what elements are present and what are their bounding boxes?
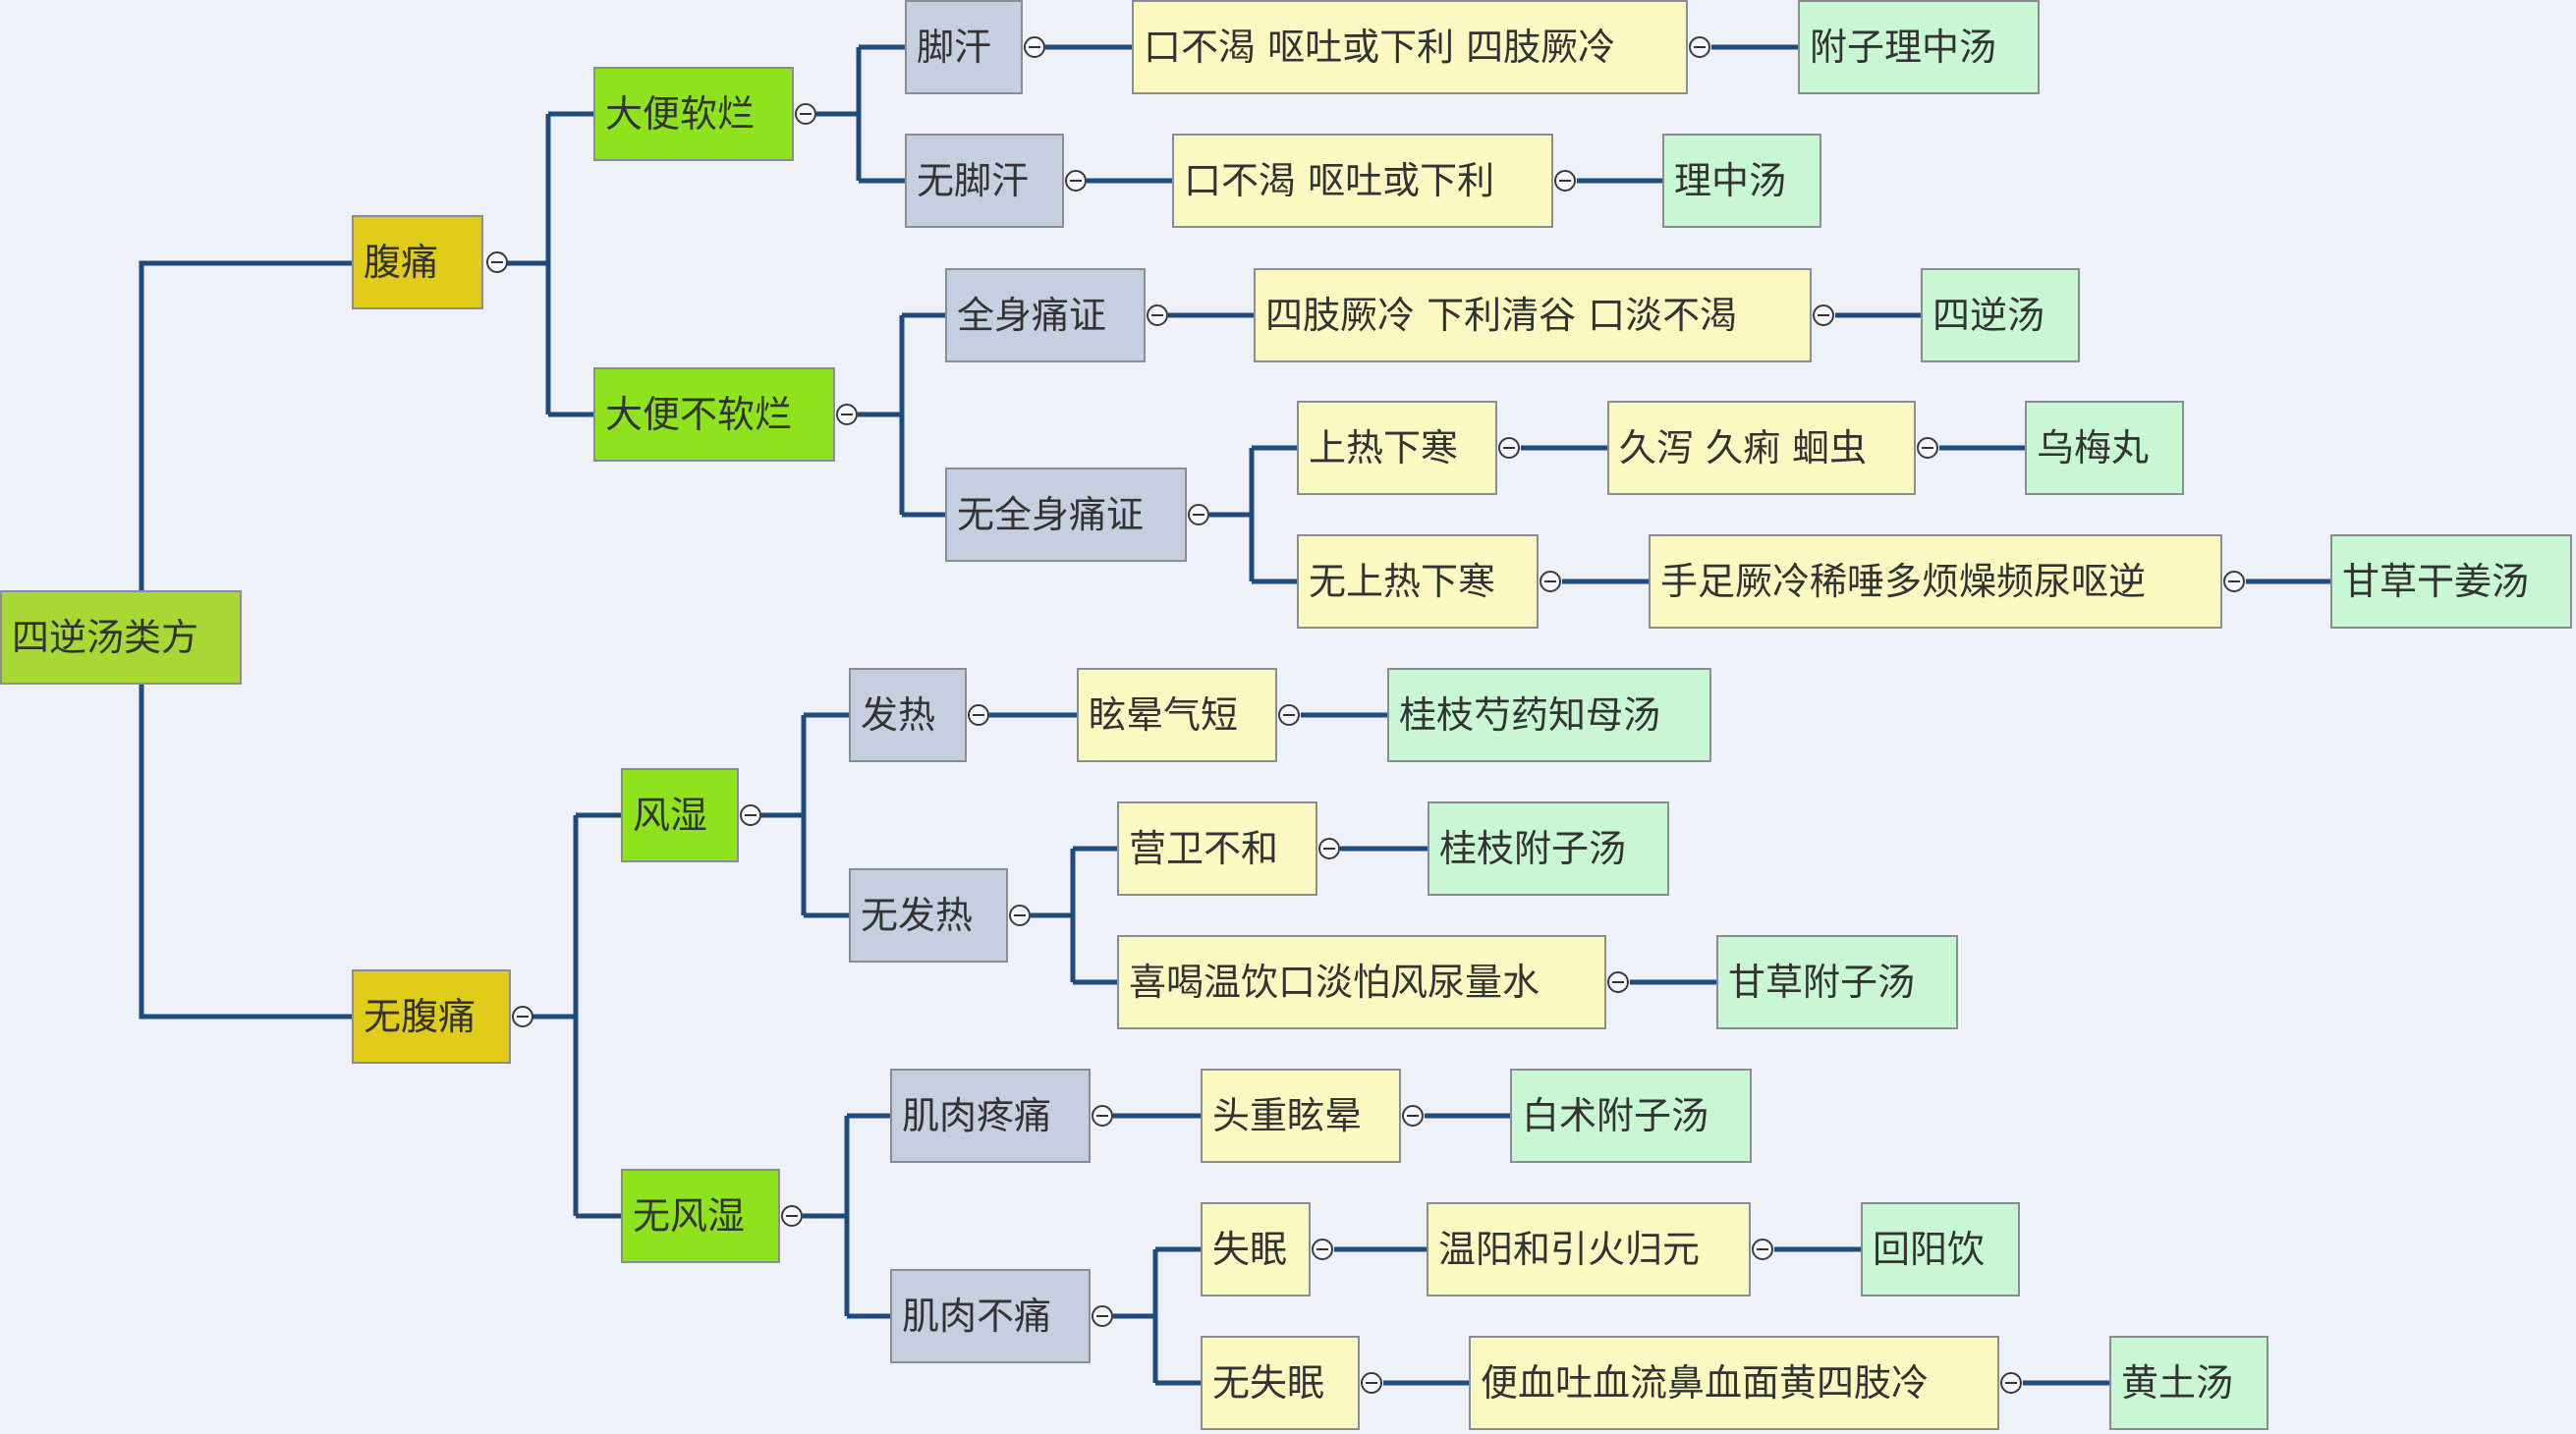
node-no-foot-sweat[interactable]: 无脚汗 xyxy=(905,134,1064,228)
node-warm-drink[interactable]: 喜喝温饮口淡怕风尿量水 xyxy=(1117,935,1606,1029)
collapse-toggle-icon[interactable] xyxy=(1917,437,1938,459)
collapse-toggle-icon[interactable] xyxy=(1092,1105,1113,1127)
collapse-toggle-icon[interactable] xyxy=(1092,1305,1113,1327)
condition-1[interactable]: 口不渴 呕吐或下利 四肢厥冷 xyxy=(1132,0,1688,94)
collapse-toggle-icon[interactable] xyxy=(1752,1239,1773,1260)
collapse-toggle-icon[interactable] xyxy=(512,1006,533,1027)
collapse-toggle-icon[interactable] xyxy=(1009,905,1031,926)
collapse-toggle-icon[interactable] xyxy=(1607,971,1629,993)
collapse-toggle-icon[interactable] xyxy=(1065,170,1087,192)
condition-3[interactable]: 四肢厥冷 下利清谷 口淡不渴 xyxy=(1254,268,1812,362)
collapse-toggle-icon[interactable] xyxy=(1147,304,1168,326)
node-muscle-pain[interactable]: 肌肉疼痛 xyxy=(890,1069,1091,1163)
collapse-toggle-icon[interactable] xyxy=(1554,170,1576,192)
connector-line xyxy=(139,685,352,1020)
result-8[interactable]: 甘草附子汤 xyxy=(1716,935,1958,1029)
result-3[interactable]: 四逆汤 xyxy=(1921,268,2080,362)
connector-line xyxy=(139,260,352,590)
collapse-toggle-icon[interactable] xyxy=(1188,504,1209,525)
node-fengshi[interactable]: 风湿 xyxy=(621,768,739,862)
collapse-toggle-icon[interactable] xyxy=(740,804,761,826)
node-soft-stool[interactable]: 大便软烂 xyxy=(593,67,794,161)
collapse-toggle-icon[interactable] xyxy=(2223,571,2245,592)
result-4[interactable]: 乌梅丸 xyxy=(2025,401,2184,495)
result-6[interactable]: 桂枝芍药知母汤 xyxy=(1387,668,1711,762)
result-7[interactable]: 桂枝附子汤 xyxy=(1428,801,1669,896)
collapse-toggle-icon[interactable] xyxy=(781,1205,803,1227)
collapse-toggle-icon[interactable] xyxy=(1498,437,1520,459)
result-11[interactable]: 黄土汤 xyxy=(2109,1336,2268,1430)
collapse-toggle-icon[interactable] xyxy=(1312,1239,1333,1260)
condition-5[interactable]: 手足厥冷稀唾多烦燥频尿呕逆 xyxy=(1649,534,2222,629)
collapse-toggle-icon[interactable] xyxy=(486,251,508,273)
node-fever[interactable]: 发热 xyxy=(849,668,967,762)
condition-4[interactable]: 久泻 久痢 蛔虫 xyxy=(1607,401,1916,495)
collapse-toggle-icon[interactable] xyxy=(1689,36,1710,58)
collapse-toggle-icon[interactable] xyxy=(2000,1372,2022,1394)
condition-2[interactable]: 口不渴 呕吐或下利 xyxy=(1172,134,1553,228)
node-insomnia[interactable]: 失眠 xyxy=(1201,1202,1311,1296)
collapse-toggle-icon[interactable] xyxy=(1402,1105,1424,1127)
node-no-abdominal-pain[interactable]: 无腹痛 xyxy=(352,969,511,1064)
collapse-toggle-icon[interactable] xyxy=(1278,704,1300,726)
node-no-heat-cold[interactable]: 无上热下寒 xyxy=(1297,534,1539,629)
collapse-toggle-icon[interactable] xyxy=(836,404,858,425)
condition-6[interactable]: 眩晕气短 xyxy=(1077,668,1277,762)
node-body-pain[interactable]: 全身痛证 xyxy=(945,268,1146,362)
node-no-muscle-pain[interactable]: 肌肉不痛 xyxy=(890,1269,1091,1363)
result-1[interactable]: 附子理中汤 xyxy=(1798,0,2040,94)
collapse-toggle-icon[interactable] xyxy=(1540,571,1561,592)
collapse-toggle-icon[interactable] xyxy=(968,704,989,726)
collapse-toggle-icon[interactable] xyxy=(1813,304,1834,326)
root-node[interactable]: 四逆汤类方 xyxy=(0,590,242,685)
collapse-toggle-icon[interactable] xyxy=(795,103,816,125)
node-no-body-pain[interactable]: 无全身痛证 xyxy=(945,468,1187,562)
result-2[interactable]: 理中汤 xyxy=(1662,134,1821,228)
collapse-toggle-icon[interactable] xyxy=(1318,838,1340,859)
condition-8[interactable]: 温阳和引火归元 xyxy=(1427,1202,1751,1296)
condition-7[interactable]: 头重眩晕 xyxy=(1201,1069,1401,1163)
node-no-insomnia[interactable]: 无失眠 xyxy=(1201,1336,1360,1430)
node-not-soft-stool[interactable]: 大便不软烂 xyxy=(593,367,835,462)
node-no-fengshi[interactable]: 无风湿 xyxy=(621,1169,780,1263)
condition-9[interactable]: 便血吐血流鼻血面黄四肢冷 xyxy=(1469,1336,1999,1430)
result-10[interactable]: 回阳饮 xyxy=(1861,1202,2020,1296)
node-yingwei[interactable]: 营卫不和 xyxy=(1117,801,1317,896)
collapse-toggle-icon[interactable] xyxy=(1024,36,1045,58)
node-heat-cold[interactable]: 上热下寒 xyxy=(1297,401,1497,495)
result-5[interactable]: 甘草干姜汤 xyxy=(2330,534,2572,629)
result-9[interactable]: 白术附子汤 xyxy=(1510,1069,1752,1163)
node-abdominal-pain[interactable]: 腹痛 xyxy=(352,215,483,309)
node-no-fever[interactable]: 无发热 xyxy=(849,868,1008,963)
node-foot-sweat[interactable]: 脚汗 xyxy=(905,0,1023,94)
collapse-toggle-icon[interactable] xyxy=(1361,1372,1382,1394)
